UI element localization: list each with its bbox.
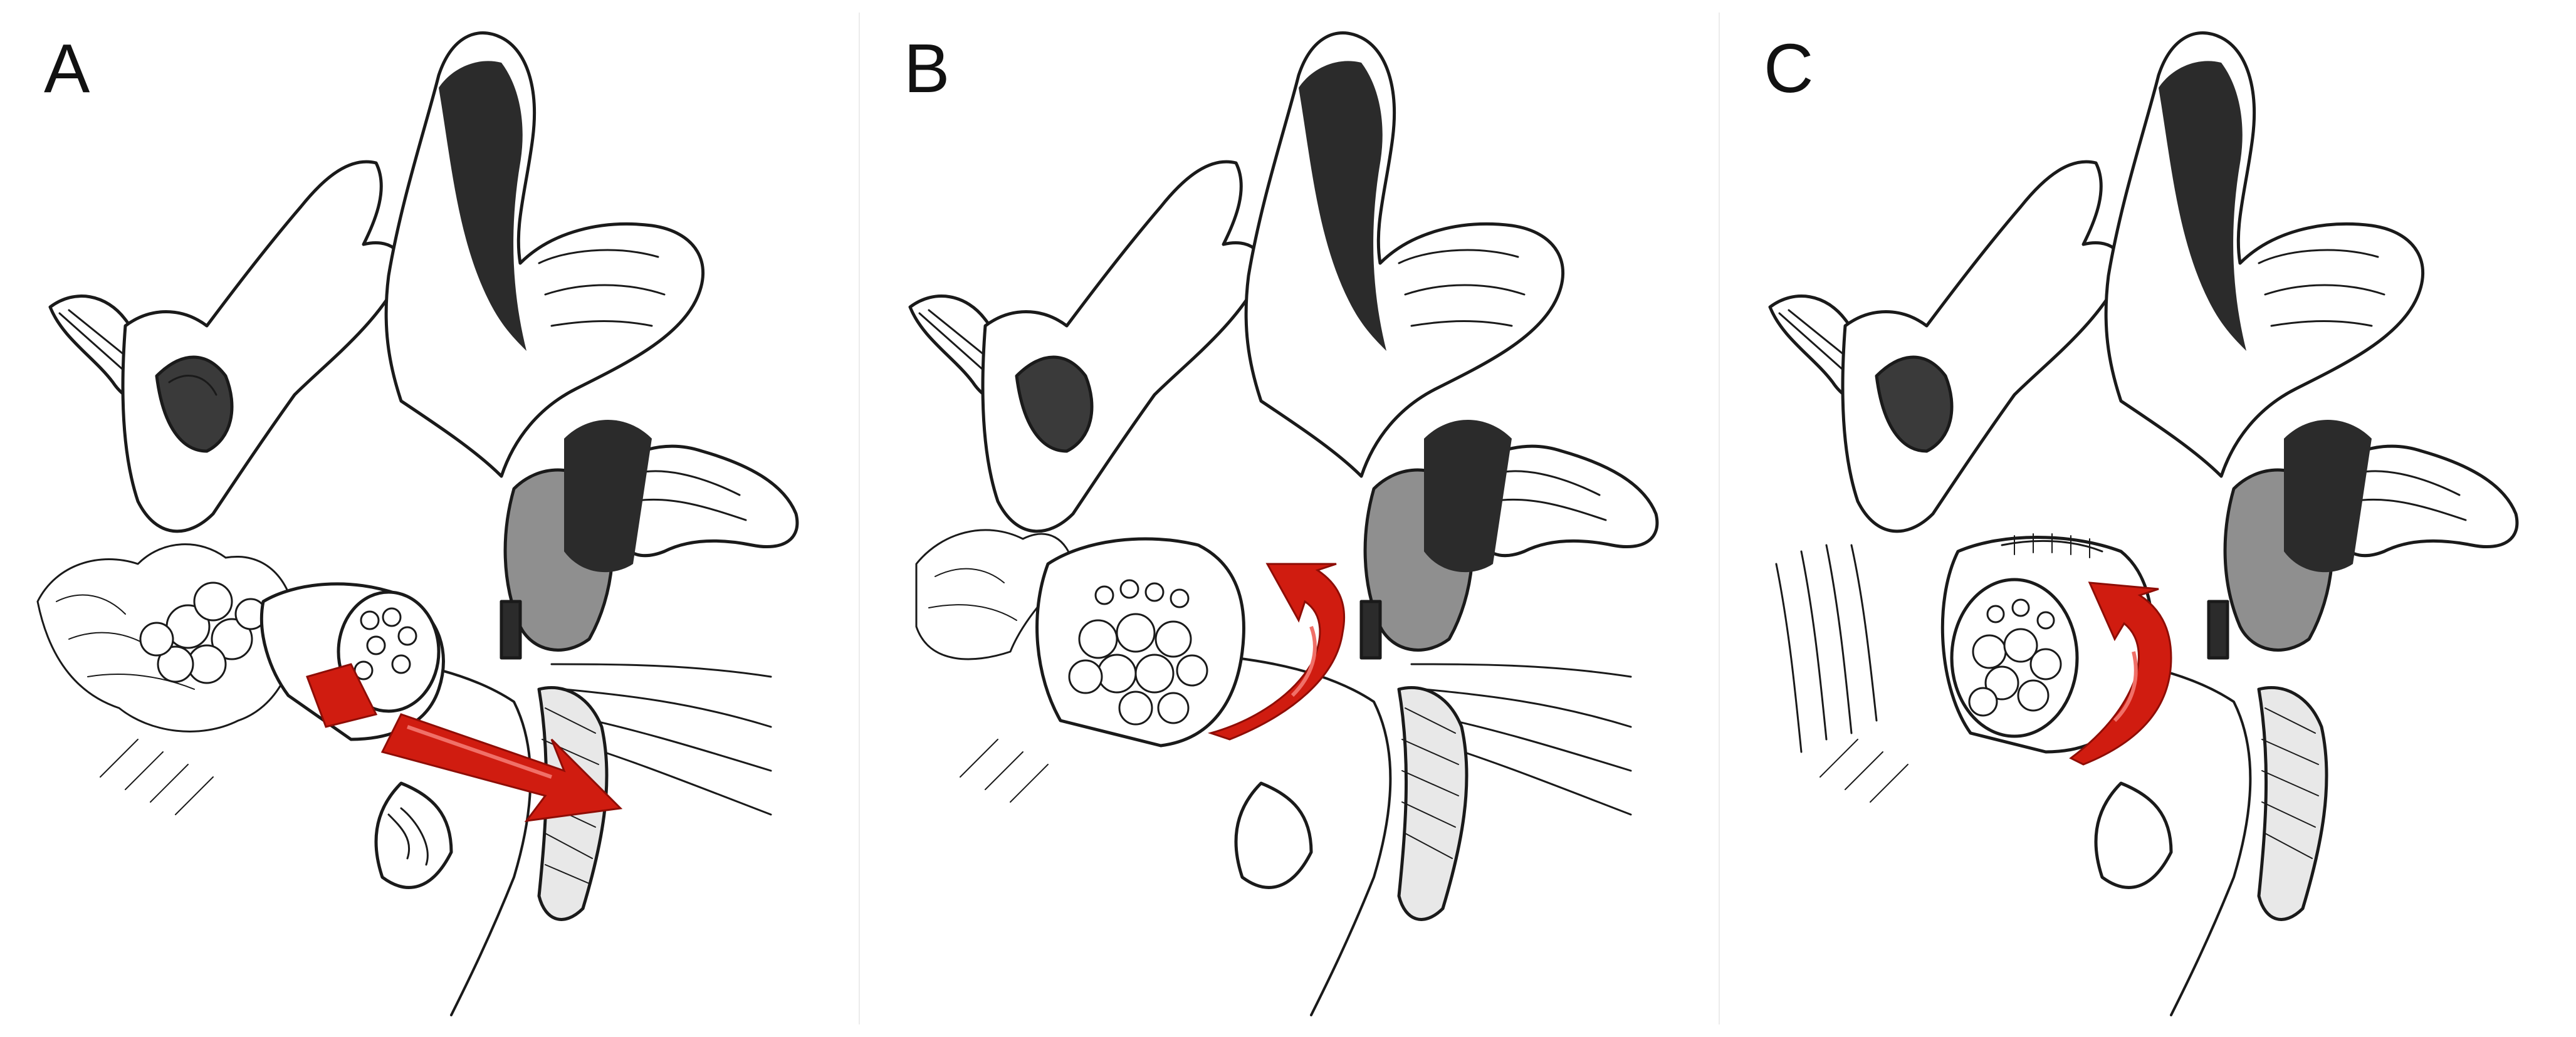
panel-label-a: A [44, 30, 90, 107]
straight-red-arrow [306, 663, 623, 822]
panel-b: B [860, 0, 1719, 1037]
muscle-fibers [1775, 544, 1878, 753]
nucleus-fragments [139, 581, 267, 684]
panel-c-illustration [1768, 31, 2519, 1016]
nucleus-contents [1068, 613, 1208, 726]
panel-label-b: B [904, 30, 950, 107]
panel-divider-1 [859, 13, 860, 1024]
nerve-fibers [550, 663, 772, 816]
panel-divider-2 [1719, 13, 1720, 1024]
nucleus-contents-closed [1968, 628, 2062, 717]
curved-red-arrow [2069, 581, 2172, 766]
bone-left-wing [121, 160, 404, 533]
cancellous-bone [387, 807, 429, 866]
curved-red-arrow [1207, 563, 1346, 741]
bone-spinous-process [384, 31, 705, 478]
panel-b-illustration [908, 31, 1659, 1016]
panel-c: C [1720, 0, 2576, 1037]
panel-label-c: C [1764, 30, 1814, 107]
panel-a-illustration [36, 31, 799, 1016]
panel-a: A [0, 0, 859, 1037]
bone-right-process [600, 444, 799, 558]
